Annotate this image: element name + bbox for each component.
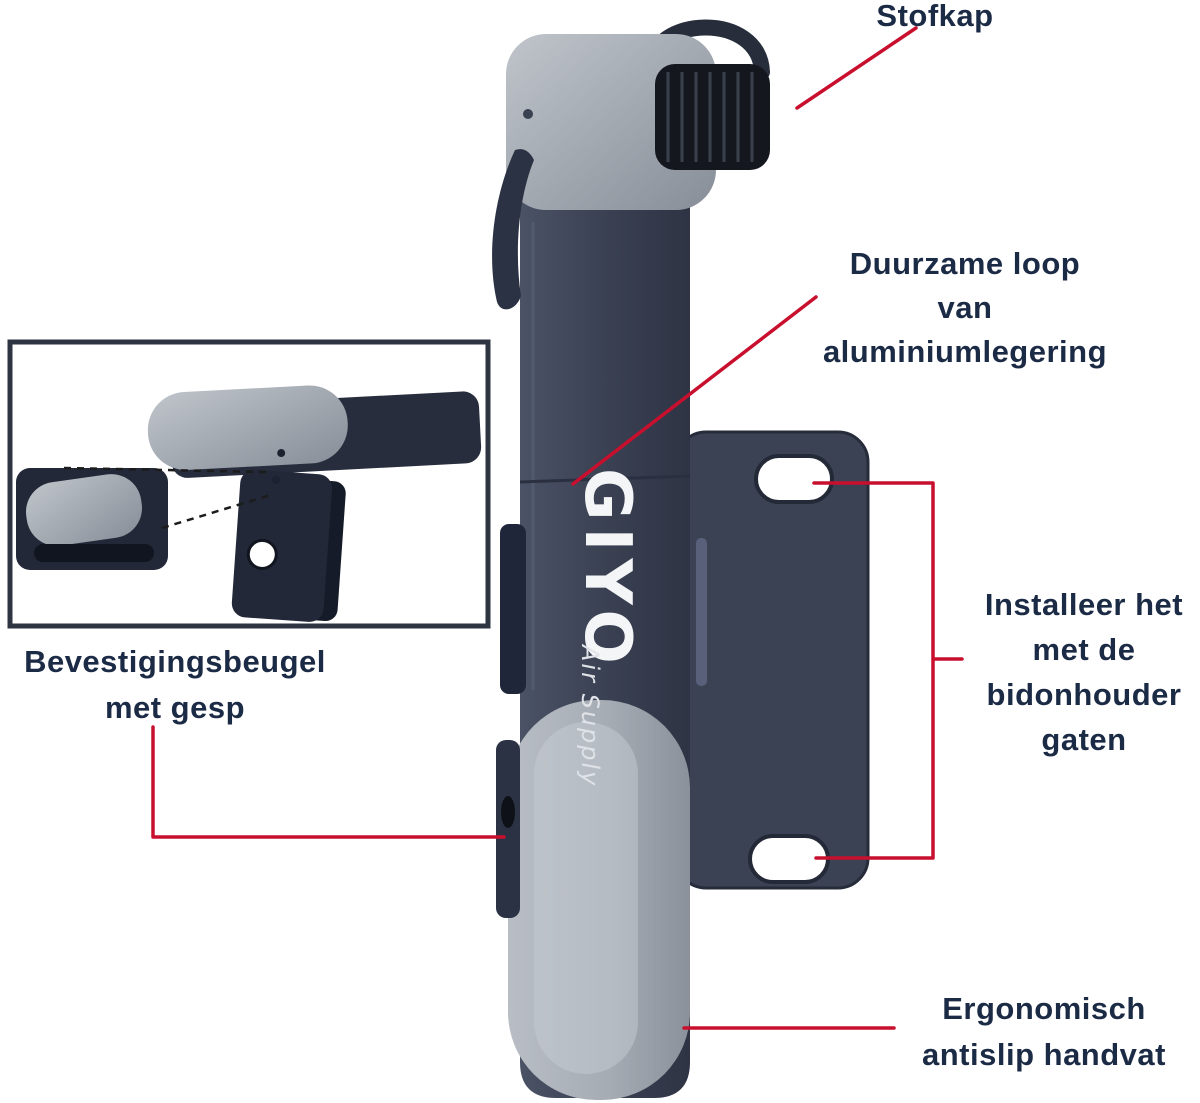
callout-lines — [151, 26, 964, 1030]
zoom-target-dot — [272, 476, 280, 484]
flange-hole — [501, 796, 515, 828]
barrel-seam — [519, 474, 691, 484]
inset-pump — [147, 385, 482, 478]
inset-bracket-hole — [246, 538, 278, 570]
callout-line-bottle-cage — [812, 481, 964, 860]
buckle-base — [34, 544, 154, 562]
handle-highlight — [534, 722, 638, 1074]
dust-cap-body — [655, 64, 770, 170]
brand-logo: GIYO — [570, 468, 644, 671]
callout-line-barrel — [571, 295, 818, 486]
mount-clip — [500, 524, 526, 694]
callout-line-dust-cap — [795, 26, 918, 110]
inset-box — [7, 339, 491, 629]
brand-tagline: Air Supply — [576, 643, 604, 787]
label-handle: Ergonomisch antislip handvat — [922, 991, 1166, 1072]
label-mount-bracket: Bevestigingsbeugel met gesp — [24, 644, 326, 725]
dust-cap — [655, 64, 770, 170]
inset-bracket-group — [231, 469, 346, 622]
label-barrel: Duurzame loop van aluminiumlegering — [822, 246, 1108, 369]
buckle-strap — [25, 474, 143, 546]
inset-bracket — [231, 469, 333, 622]
bracket-hole-top — [754, 454, 834, 504]
bracket-slot — [696, 538, 707, 686]
bottle-cage-bracket — [674, 430, 870, 890]
head-screw — [523, 109, 533, 119]
thumb-lever — [492, 149, 534, 310]
label-dust-cap: Stofkap — [876, 0, 994, 33]
callout-line-mount-bracket — [151, 725, 506, 839]
dust-cap-knurling — [666, 72, 754, 162]
inset-screw-dot — [277, 449, 286, 458]
inset-handle — [147, 385, 348, 470]
zoom-line-bottom — [161, 492, 275, 530]
inset-buckle-zoom — [16, 468, 168, 570]
pump: GIYO Air Supply — [492, 19, 770, 1100]
handle-flange — [496, 740, 520, 918]
label-bottle-cage: Installeer het met de bidonhouder gaten — [984, 587, 1184, 757]
